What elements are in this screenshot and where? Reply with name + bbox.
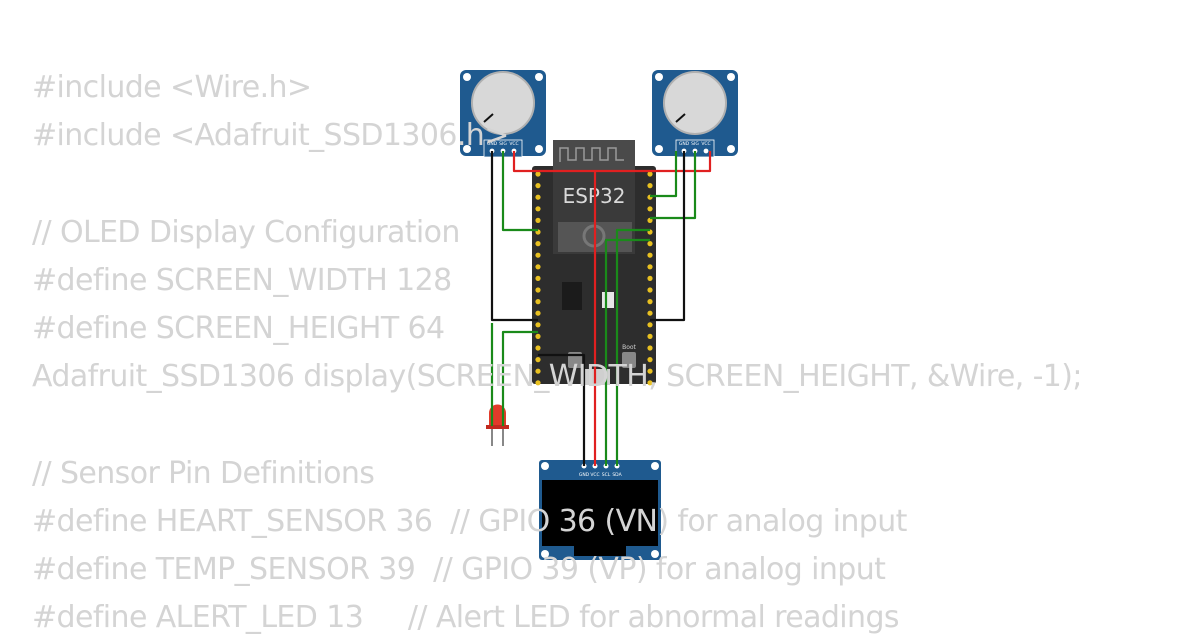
esp32-antenna [553, 140, 635, 170]
code-line: #define SCREEN_WIDTH 128 [32, 262, 452, 298]
header-pin[interactable] [535, 380, 541, 386]
header-pin[interactable] [647, 171, 653, 177]
header-pin[interactable] [535, 310, 541, 316]
header-pin[interactable] [535, 357, 541, 363]
pot-left-pin-vcc: VCC [509, 141, 518, 147]
oled-screen [542, 480, 658, 546]
oled-pin-scl: SCL [602, 472, 611, 478]
oled-pin-sda: SDA [612, 472, 622, 478]
header-pin[interactable] [647, 345, 653, 351]
wire-left-pot-gnd [490, 151, 538, 322]
pot-left-pin-sig: SIG [499, 141, 507, 147]
header-pin[interactable] [647, 275, 653, 281]
code-line: // OLED Display Configuration [32, 214, 460, 250]
wire-oled-sda [615, 228, 650, 466]
header-pin[interactable] [647, 368, 653, 374]
pot-right-pin-sig: SIG [691, 141, 699, 147]
header-pin[interactable] [535, 206, 541, 212]
pot-right-pin-vcc: VCC [701, 141, 710, 147]
right-pin-header [647, 171, 653, 386]
oled-display[interactable]: GND VCC SCL SDA [539, 460, 661, 560]
code-overlay: #include <Wire.h> #include <Adafruit_SSD1… [32, 64, 1083, 642]
pot-right-pin-gnd: GND [679, 141, 690, 147]
header-pin[interactable] [647, 357, 653, 363]
boot-button[interactable] [622, 352, 636, 368]
antenna-trace [559, 147, 624, 162]
pot-left-pin-gnd: GND [487, 141, 498, 147]
code-line: Adafruit_SSD1306 display(SCREEN_WIDTH, S… [32, 359, 1083, 395]
alert-led[interactable] [486, 404, 509, 447]
header-pin[interactable] [647, 310, 653, 316]
oled-pin-gnd: GND [579, 472, 590, 478]
header-pin[interactable] [535, 241, 541, 247]
code-line [32, 160, 1082, 208]
wire-left-pot-sig [501, 151, 538, 232]
code-line: #include <Adafruit_SSD1306.h> [32, 118, 509, 154]
header-pin[interactable] [647, 252, 653, 258]
voltage-regulator [562, 282, 582, 310]
wire-oled-gnd [538, 353, 586, 466]
header-pin[interactable] [535, 345, 541, 351]
wire-right-pot-sig [650, 151, 697, 220]
header-pin[interactable] [647, 206, 653, 212]
header-pin[interactable] [535, 183, 541, 189]
header-pin[interactable] [535, 299, 541, 305]
code-line: #include <Wire.h> [32, 70, 312, 105]
header-pin[interactable] [535, 368, 541, 374]
wire-right-pot-gnd [650, 151, 686, 322]
header-pin[interactable] [647, 333, 653, 339]
header-pin[interactable] [535, 252, 541, 258]
wire-led-anode [501, 330, 538, 426]
header-pin[interactable] [535, 171, 541, 177]
header-pin[interactable] [535, 275, 541, 281]
code-line: #define SCREEN_HEIGHT 64 [32, 310, 445, 346]
left-pin-header [535, 171, 541, 386]
header-pin[interactable] [647, 241, 653, 247]
header-pin[interactable] [647, 287, 653, 293]
header-pin[interactable] [647, 264, 653, 270]
code-line: // Sensor Pin Definitions [32, 455, 375, 491]
wire-left-pot-vcc [512, 151, 712, 173]
header-pin[interactable] [535, 322, 541, 328]
header-pin[interactable] [535, 194, 541, 200]
header-pin[interactable] [535, 264, 541, 270]
code-line: #define TEMP_SENSOR 39 // GPIO 39 (VP) f… [32, 551, 886, 587]
boot-label: Boot [622, 344, 636, 351]
header-pin[interactable] [647, 299, 653, 305]
header-pin[interactable] [535, 333, 541, 339]
wires [490, 151, 712, 466]
code-line: #define ALERT_LED 13 // Alert LED for ab… [32, 600, 900, 636]
wire-board-green-right [650, 151, 678, 198]
header-pin[interactable] [535, 217, 541, 223]
wire-oled-scl [604, 238, 650, 466]
oled-pin-vcc: VCC [590, 472, 599, 478]
header-pin[interactable] [647, 183, 653, 189]
code-line: #define HEART_SENSOR 36 // GPIO 36 (VN) … [32, 503, 907, 539]
header-pin[interactable] [647, 322, 653, 328]
potentiometer-right[interactable]: GND SIG VCC [652, 70, 738, 158]
code-line [32, 401, 1082, 449]
header-pin[interactable] [647, 380, 653, 386]
header-pin[interactable] [535, 287, 541, 293]
